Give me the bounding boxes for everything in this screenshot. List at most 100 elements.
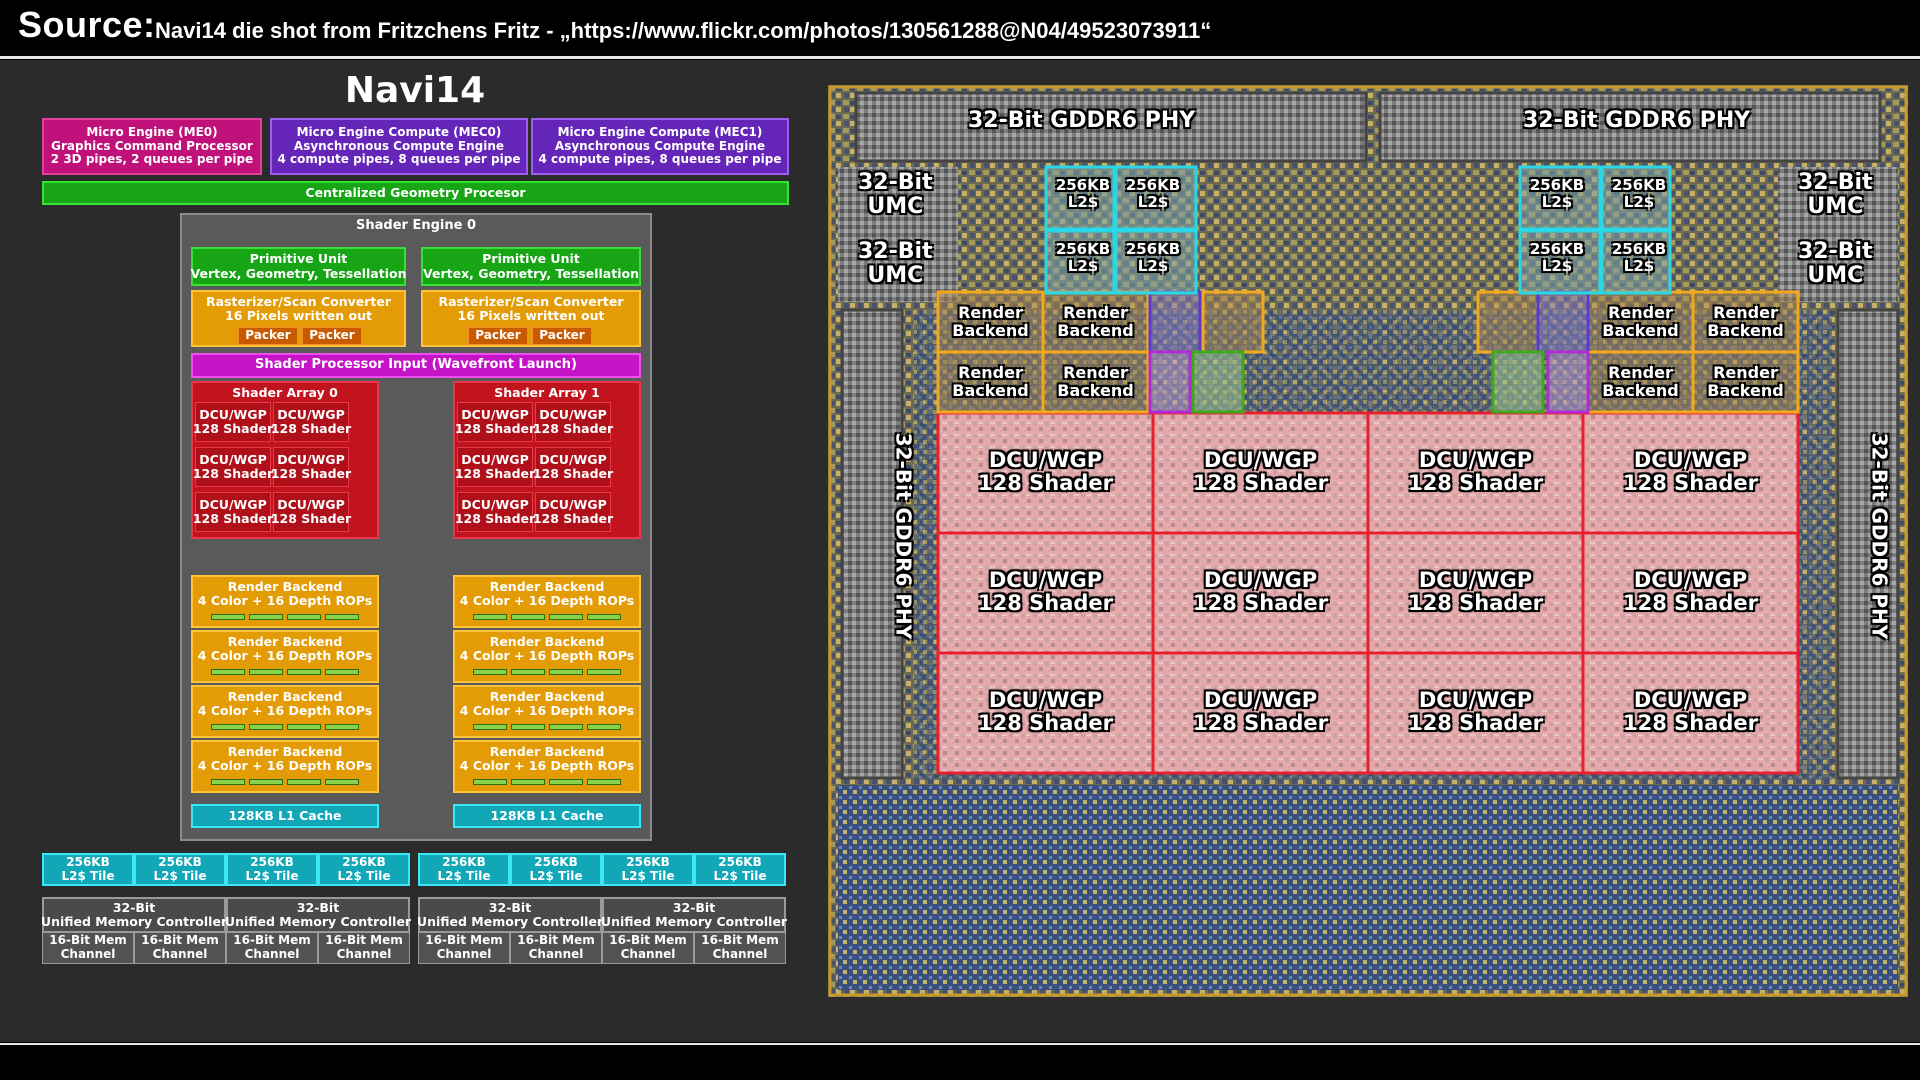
primitive-unit-desc: Vertex, Geometry, Tessellation: [423, 265, 639, 281]
primitive-unit-label: Primitive Unit: [482, 251, 580, 267]
die-umc-line2: UMC: [1807, 263, 1864, 289]
line-1: DCU/WGP: [461, 451, 529, 467]
die-l2-line1: 256KB: [1611, 240, 1667, 258]
die-rb-line2: Backend: [1602, 380, 1679, 400]
die-phy-right: 32-Bit GDDR6 PHY: [1867, 432, 1892, 640]
die-umc-line2: UMC: [867, 263, 924, 289]
die-rb-line2: Backend: [1057, 380, 1134, 400]
rasterizer-desc: 16 Pixels written out: [225, 308, 372, 324]
line-1: Render Backend: [489, 744, 605, 759]
line-2: L2$ Tile: [153, 868, 207, 883]
die-dcu-line1: DCU/WGP: [1418, 568, 1533, 592]
line-1: DCU/WGP: [539, 406, 607, 422]
line-1: 256KB: [250, 854, 294, 869]
line-1: Render Backend: [489, 689, 605, 704]
line-2: L2$ Tile: [713, 868, 767, 883]
source-label: Source:: [18, 4, 156, 45]
mec1-block: Micro Engine Compute (MEC1) Asynchronous…: [531, 118, 789, 175]
me0-line1: Micro Engine (ME0): [86, 124, 218, 139]
line-1: Render Backend: [489, 634, 605, 649]
rop-bars: [473, 668, 621, 675]
die-dcu-line2: 128 Shader: [1407, 591, 1544, 616]
line-2: 128 Shader: [454, 466, 536, 481]
line-2: 4 Color + 16 Depth ROPs: [459, 648, 635, 664]
die-dcu-line2: 128 Shader: [977, 471, 1114, 496]
line-2: 128 Shader: [270, 511, 352, 526]
die-umc-line1: 32-Bit: [858, 239, 933, 264]
die-rb-line1: Render: [1713, 303, 1778, 322]
die-rb-line1: Render: [1608, 303, 1673, 322]
die-umc-line1: 32-Bit: [858, 170, 933, 195]
line-1: DCU/WGP: [199, 496, 267, 512]
die-dcu-line2: 128 Shader: [1192, 711, 1329, 736]
line-2: L2$ Tile: [337, 868, 391, 883]
line-2: 128 Shader: [532, 466, 614, 481]
line-1: 16-Bit Mem: [325, 933, 403, 948]
line-2: 128 Shader: [270, 466, 352, 481]
line-2: 4 Color + 16 Depth ROPs: [197, 703, 373, 719]
line-2: Channel: [712, 947, 768, 961]
line-2: 128 Shader: [454, 511, 536, 526]
line-1: DCU/WGP: [277, 406, 345, 422]
line-2: 4 Color + 16 Depth ROPs: [197, 648, 373, 664]
geometry-processor: Centralized Geometry Procesor: [42, 181, 789, 205]
source-bar: Source: Navi14 die shot from Fritzchens …: [0, 0, 1920, 60]
rop-bars: [473, 613, 621, 620]
line-2: Channel: [152, 947, 208, 961]
die-l2-line2: L2$: [1541, 256, 1573, 275]
die-l2-line1: 256KB: [1055, 176, 1111, 194]
rasterizer-label: Rasterizer/Scan Converter: [205, 294, 392, 309]
line-1: Render Backend: [227, 579, 343, 594]
mec0-line1: Micro Engine Compute (MEC0): [296, 124, 502, 139]
mec1-line2: Asynchronous Compute Engine: [554, 138, 766, 153]
die-dcu-line1: DCU/WGP: [988, 688, 1103, 712]
bottom-bar: [0, 1045, 1920, 1080]
line-1: 256KB: [718, 854, 762, 869]
die-l2-line2: L2$: [1067, 256, 1099, 275]
line-1: 16-Bit Mem: [49, 933, 127, 948]
line-2: 128 Shader: [454, 421, 536, 436]
line-1: 256KB: [158, 854, 202, 869]
line-1: Render Backend: [227, 689, 343, 704]
shader-array-0-label: Shader Array 0: [232, 385, 338, 400]
line-1: DCU/WGP: [277, 496, 345, 512]
line-2: Channel: [60, 947, 116, 961]
line-2: 4 Color + 16 Depth ROPs: [197, 758, 373, 774]
die-dcu-line2: 128 Shader: [1622, 471, 1759, 496]
die-l2-line1: 256KB: [1529, 176, 1585, 194]
line-1: Render Backend: [227, 744, 343, 759]
line-2: Channel: [336, 947, 392, 961]
die-rb-line2: Backend: [1602, 320, 1679, 340]
line-1: DCU/WGP: [539, 496, 607, 512]
die-l2-line2: L2$: [1137, 192, 1169, 211]
die-rb-line1: Render: [1063, 303, 1128, 322]
